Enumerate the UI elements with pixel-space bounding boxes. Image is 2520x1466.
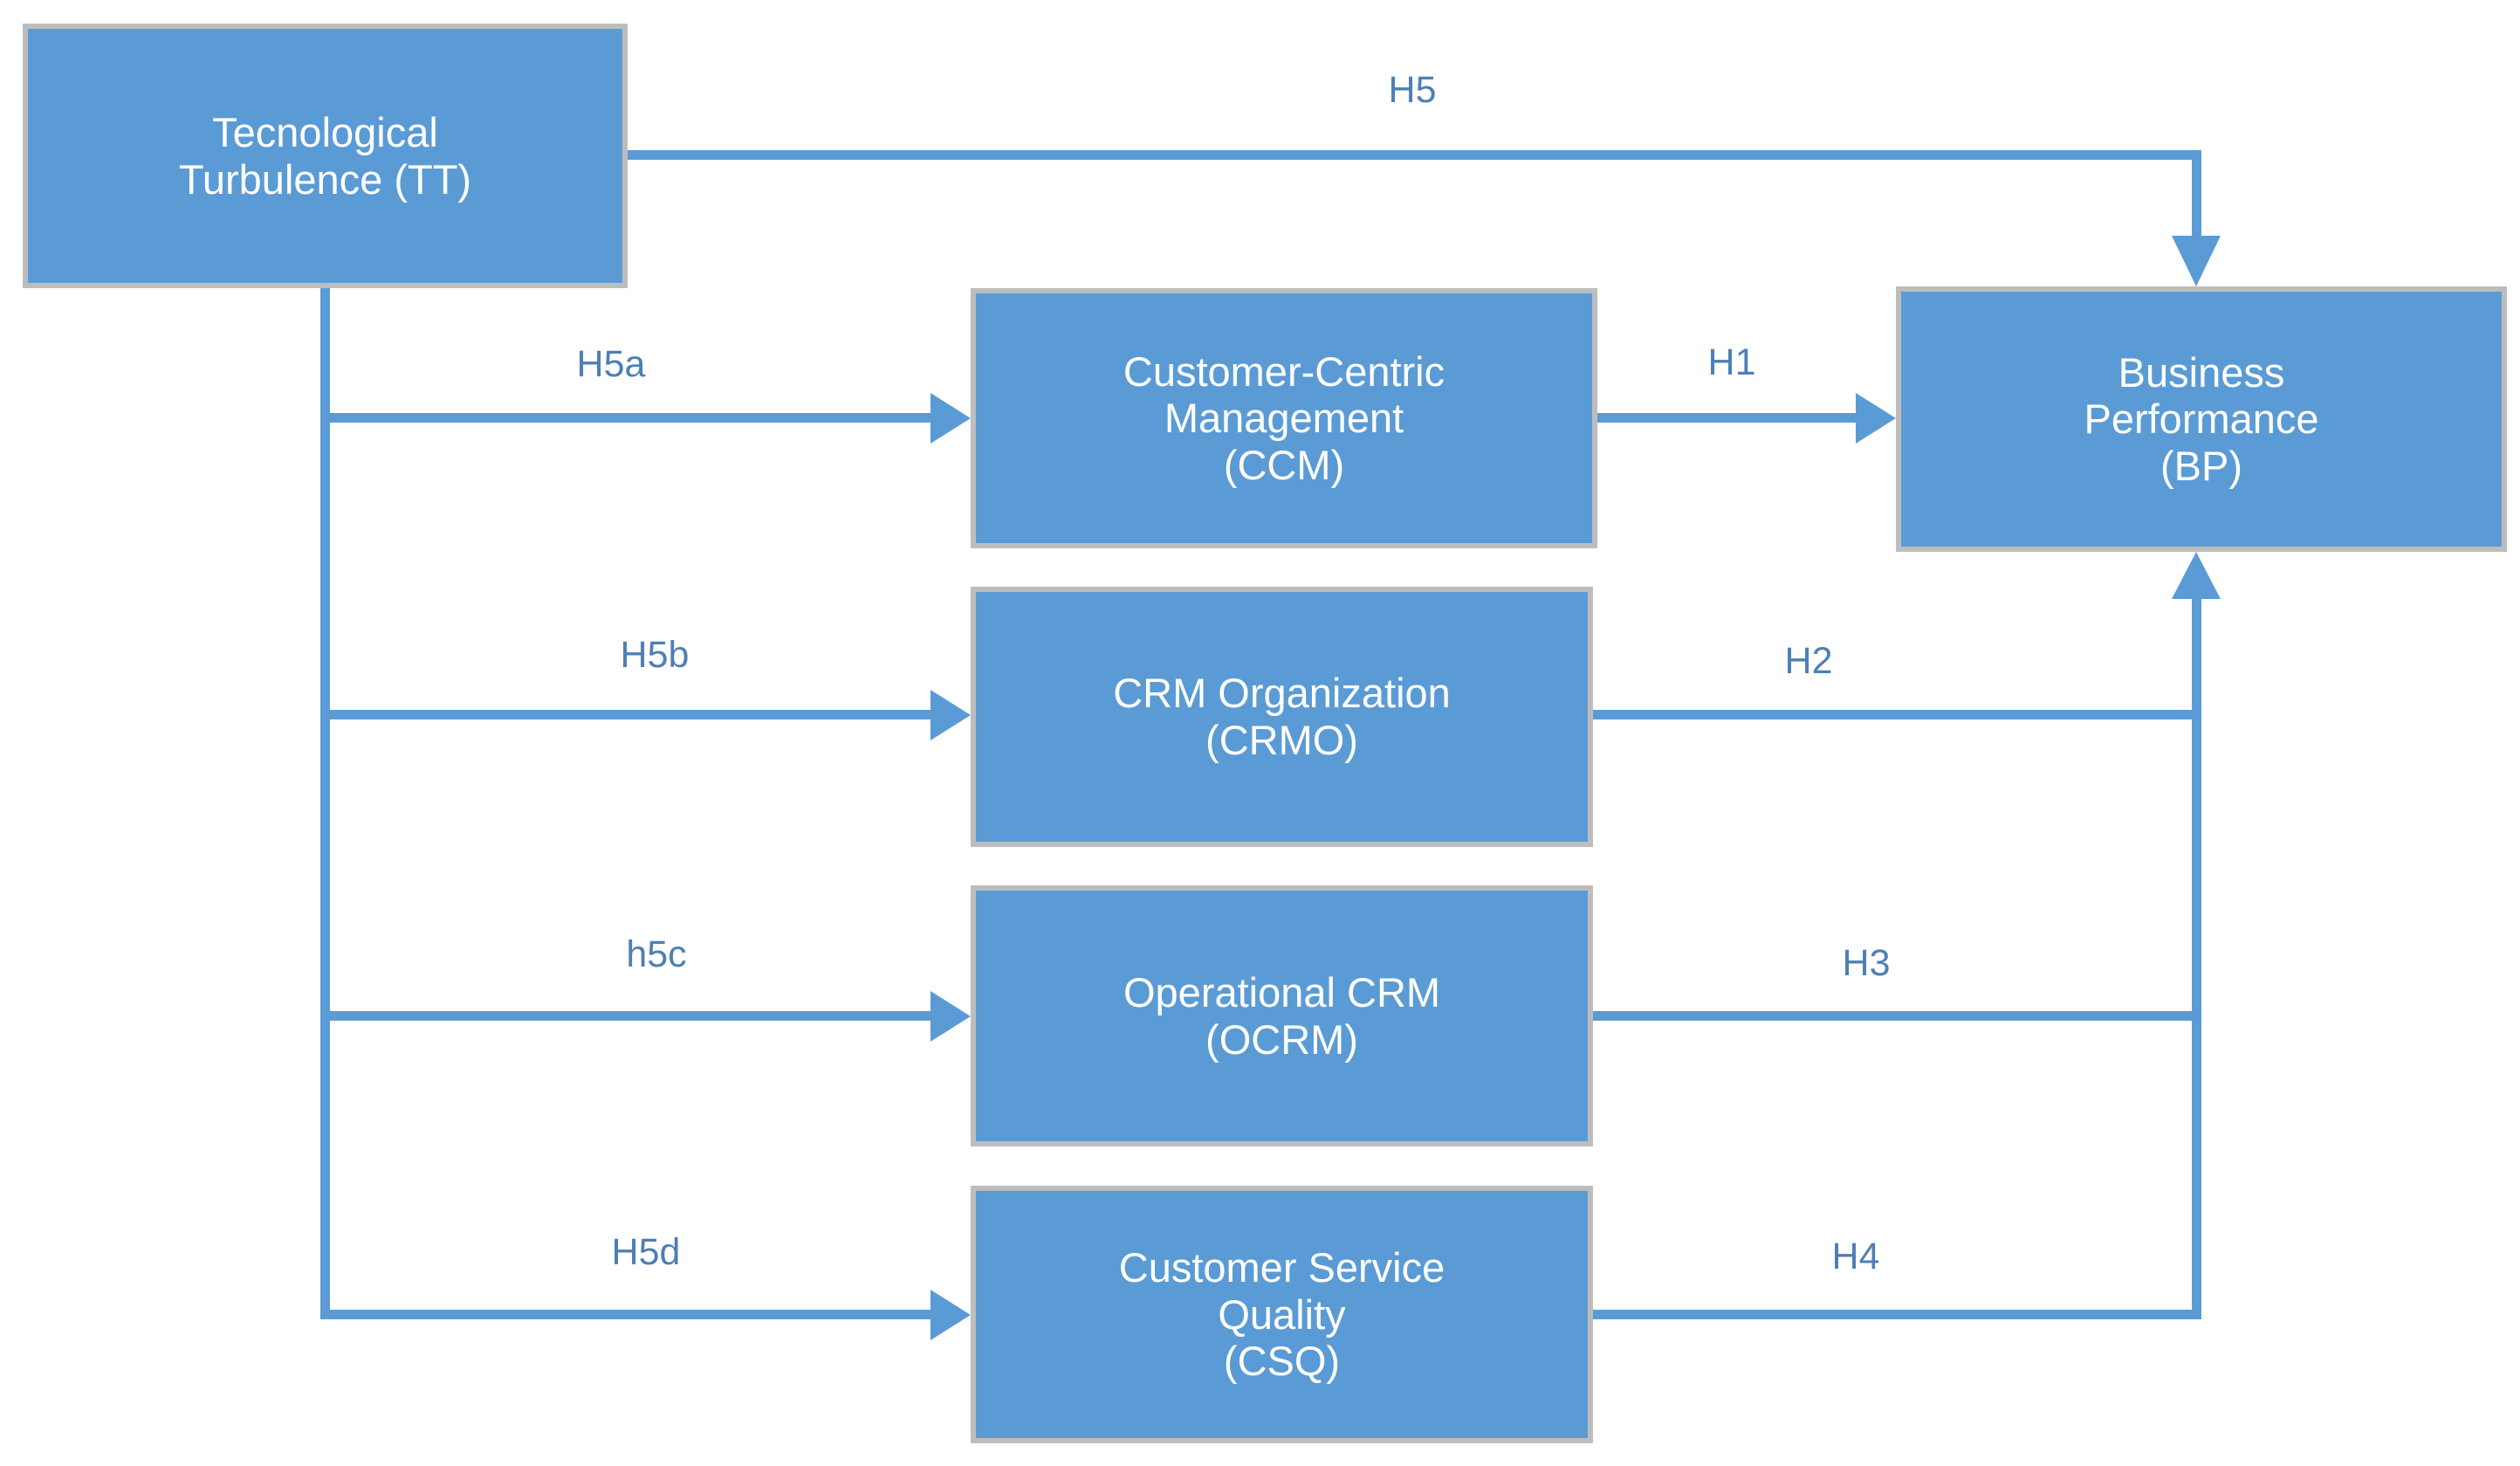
edge-h5a-arrowhead [930, 393, 971, 444]
edge-h5-horizontal-line [628, 150, 2201, 160]
edge-h4-line [1593, 1310, 2201, 1319]
edge-h5-arrowhead-down [2172, 236, 2221, 286]
edge-h1-line [1597, 413, 1857, 423]
edge-h5b-line [320, 710, 932, 719]
edge-h1-arrowhead [1856, 393, 1896, 444]
node-crm-organization: CRM Organization (CRMO) [971, 587, 1593, 847]
edge-label-h1: H1 [1707, 341, 1756, 383]
node-technological-turbulence: Tecnological Turbulence (TT) [23, 24, 628, 288]
node-business-performance: Business Performance (BP) [1896, 286, 2507, 552]
node-customer-service-quality: Customer Service Quality (CSQ) [971, 1186, 1593, 1443]
edge-collector-arrowhead-up [2172, 552, 2221, 599]
edge-collector-vertical-line [2192, 597, 2201, 1319]
edge-tt-trunk-line [320, 288, 330, 1319]
node-customer-centric-management: Customer-Centric Management (CCM) [971, 288, 1597, 548]
edge-label-h5a: H5a [576, 343, 646, 385]
edge-h5b-arrowhead [930, 690, 971, 740]
edge-h5d-line [320, 1310, 932, 1319]
edge-h5d-arrowhead [930, 1290, 971, 1340]
edge-label-h2: H2 [1784, 640, 1833, 682]
edge-label-h4: H4 [1831, 1235, 1880, 1277]
edge-h5c-line [320, 1011, 932, 1021]
edge-h5-vertical-stub [2192, 150, 2201, 240]
edge-label-h5b: H5b [620, 634, 690, 676]
edge-label-h5d: H5d [611, 1231, 681, 1273]
edge-h3-line [1593, 1011, 2201, 1021]
edge-label-h5c: h5c [626, 933, 687, 975]
node-operational-crm: Operational CRM (OCRM) [971, 885, 1593, 1146]
edge-label-h3: H3 [1842, 942, 1891, 984]
edge-label-h5: H5 [1388, 69, 1437, 111]
edge-h5a-line [320, 413, 932, 423]
edge-h5c-arrowhead [930, 991, 971, 1042]
edge-h2-line [1593, 710, 2201, 719]
